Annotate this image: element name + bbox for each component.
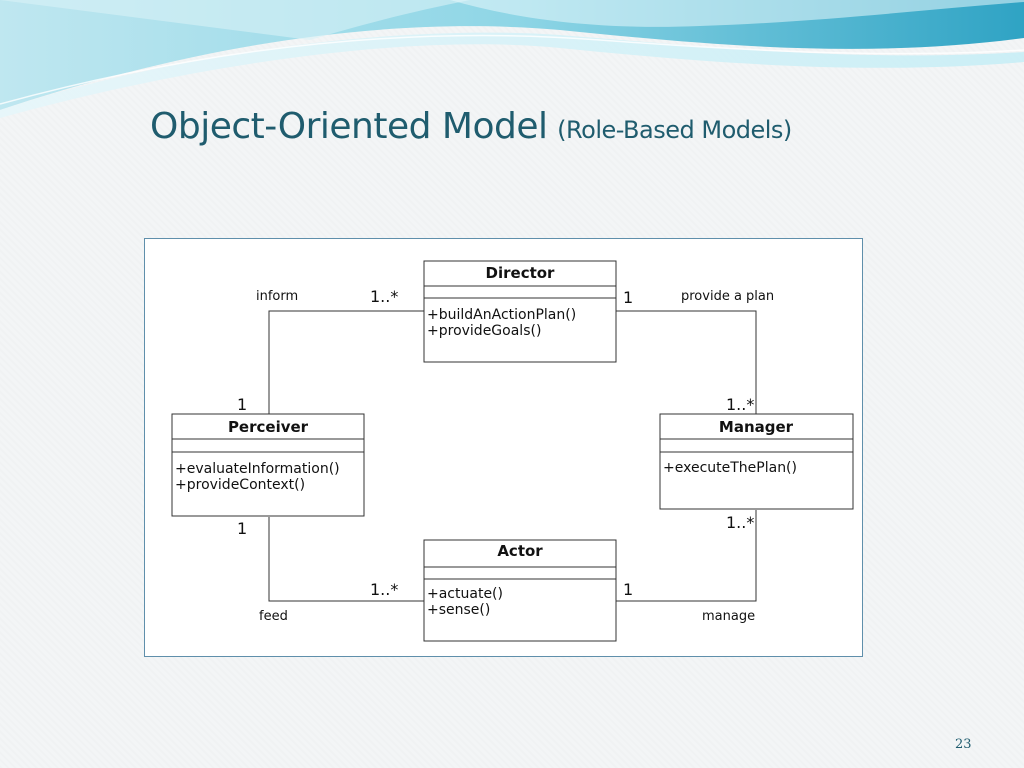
header-wave-decoration bbox=[0, 0, 1024, 118]
page-number: 23 bbox=[955, 737, 972, 752]
association-line-manage bbox=[616, 510, 757, 602]
operation: +provideContext() bbox=[175, 477, 305, 493]
multiplicity-feed-perceiver: 1 bbox=[237, 519, 247, 538]
operation: +actuate() bbox=[427, 586, 503, 602]
multiplicity-provide-plan-manager: 1..* bbox=[726, 395, 754, 414]
class-name: Actor bbox=[497, 542, 543, 560]
multiplicity-manage-actor: 1 bbox=[623, 580, 633, 599]
association-label-feed: feed bbox=[259, 609, 288, 624]
association-label-provide-plan: provide a plan bbox=[681, 289, 774, 304]
association-label-manage: manage bbox=[702, 609, 755, 624]
class-name: Perceiver bbox=[228, 418, 309, 436]
multiplicity-provide-plan-director: 1 bbox=[623, 288, 633, 307]
multiplicity-feed-actor: 1..* bbox=[370, 580, 398, 599]
class-name: Director bbox=[486, 264, 556, 282]
class-name: Manager bbox=[719, 418, 794, 436]
operation: +provideGoals() bbox=[427, 323, 541, 339]
multiplicity-inform-perceiver: 1 bbox=[237, 395, 247, 414]
uml-diagram-canvas: Director +buildAnActionPlan() +provideGo… bbox=[171, 260, 854, 642]
class-actor[interactable]: Actor +actuate() +sense() bbox=[423, 539, 617, 642]
multiplicity-inform-director: 1..* bbox=[370, 287, 398, 306]
slide-title: Object-Oriented Model (Role-Based Models… bbox=[150, 106, 792, 147]
class-director[interactable]: Director +buildAnActionPlan() +provideGo… bbox=[423, 260, 617, 363]
association-label-inform: inform bbox=[256, 289, 298, 304]
class-manager[interactable]: Manager +executeThePlan() bbox=[659, 413, 854, 510]
association-line-inform bbox=[268, 310, 424, 416]
class-perceiver[interactable]: Perceiver +evaluateInformation() +provid… bbox=[171, 413, 365, 517]
title-subtitle: (Role-Based Models) bbox=[557, 116, 792, 144]
association-line-provide-plan bbox=[616, 310, 757, 416]
operation: +evaluateInformation() bbox=[175, 461, 340, 477]
operation: +executeThePlan() bbox=[663, 460, 797, 476]
operation: +buildAnActionPlan() bbox=[427, 307, 576, 323]
association-line-feed bbox=[268, 517, 424, 602]
title-main: Object-Oriented Model bbox=[150, 106, 548, 147]
operation: +sense() bbox=[427, 602, 490, 618]
uml-diagram: Director +buildAnActionPlan() +provideGo… bbox=[144, 238, 863, 657]
multiplicity-manage-manager: 1..* bbox=[726, 513, 754, 532]
